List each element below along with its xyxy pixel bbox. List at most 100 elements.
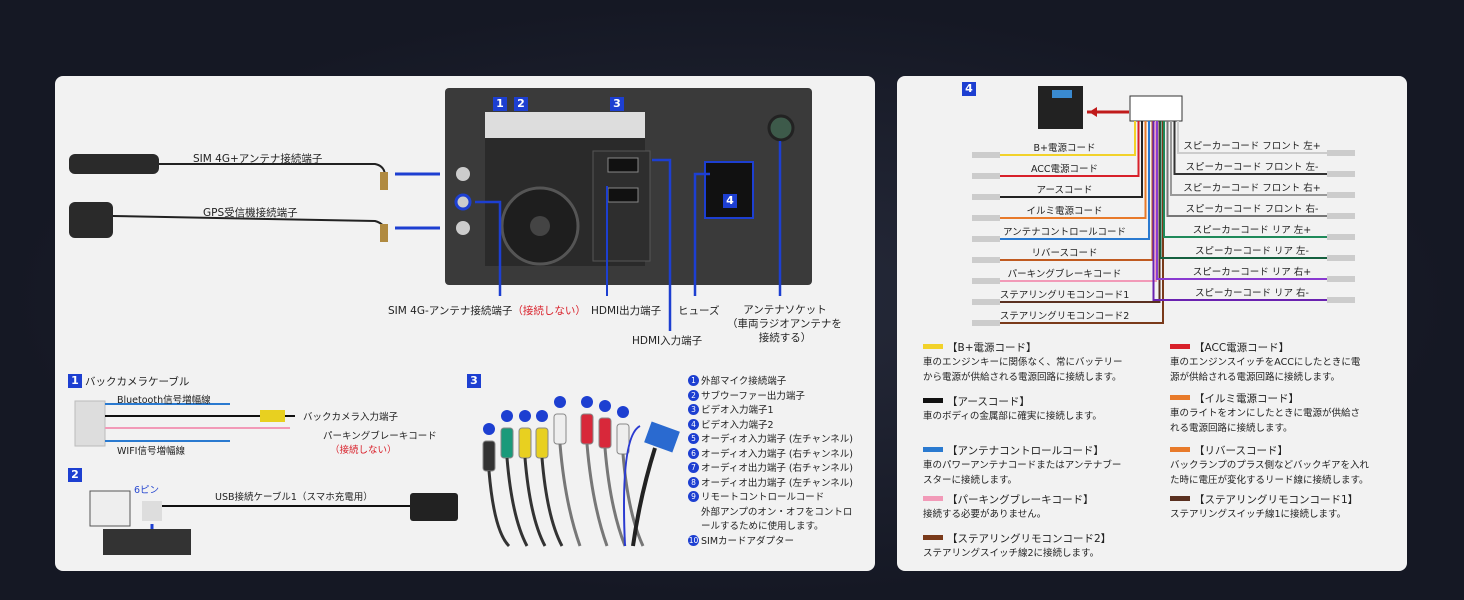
- wire-label: アンテナコントロールコード: [1003, 227, 1126, 238]
- badge-section-1: 1: [68, 374, 82, 388]
- color-swatch: [1170, 496, 1190, 501]
- color-swatch: [1170, 447, 1190, 452]
- label-hdmi-in: HDMI入力端子: [632, 335, 703, 347]
- badge-4: 4: [723, 194, 737, 208]
- sim-minus-text: SIM 4G-アンテナ接続端子: [388, 305, 513, 317]
- label-six-pin: 6ピン: [134, 485, 160, 496]
- number-badge: 2: [688, 389, 699, 401]
- wire-label: スピーカーコード フロント 左+: [1183, 141, 1321, 152]
- sim-minus-port: [454, 193, 472, 211]
- connection-panel: 1 2 3 4 SIM 4G+アンテナ接続端子 GPS受信機接続端子 SIM 4…: [55, 76, 875, 571]
- wire-terminal: [1327, 192, 1355, 198]
- legend-description: 接続する必要がありません。: [923, 509, 1047, 520]
- wire-label: ACC電源コード: [1030, 164, 1099, 175]
- wire-terminal: [972, 299, 1000, 305]
- legend-description: 車のエンジンスイッチをACCにしたときに電: [1170, 357, 1361, 368]
- wire-label: イルミ電源コード: [1026, 206, 1103, 217]
- label-gps: GPS受信機接続端子: [203, 207, 298, 219]
- section1-title: バックカメラケーブル: [85, 376, 190, 388]
- legend-description: 源が供給される電源回路に接続します。: [1170, 372, 1341, 383]
- usb-connector: [410, 493, 458, 521]
- wire: [1152, 121, 1337, 301]
- wire-terminal: [1327, 297, 1355, 303]
- color-swatch: [923, 496, 943, 501]
- number-badge: 4: [688, 418, 699, 430]
- rca-yellow-plug: [260, 410, 285, 422]
- av-port-label: オーディオ出力端子 (左チャンネル): [701, 477, 853, 489]
- legend-item: 【ステアリングリモコンコード2】ステアリングスイッチ線2に接続します。: [923, 531, 1111, 561]
- wire: [1159, 121, 1337, 259]
- legend-title-row: 【パーキングブレーキコード】: [923, 492, 1094, 507]
- wire-terminal: [972, 194, 1000, 200]
- hdmi-out-port: [607, 157, 639, 173]
- cable: [487, 470, 511, 548]
- number-badge: 1: [688, 375, 699, 386]
- wire-terminal: [1327, 171, 1355, 177]
- wire-terminal: [972, 152, 1000, 158]
- legend-title-row: 【アンテナコントロールコード】: [923, 443, 1121, 458]
- number-marker: [536, 410, 548, 422]
- legend-description: 車のエンジンキーに関係なく、常にバッテリー: [923, 357, 1123, 368]
- legend-item: 【ステアリングリモコンコード1】ステアリングスイッチ線1に接続します。: [1170, 492, 1358, 522]
- cable: [621, 453, 645, 547]
- label-usb: USB接続ケーブル1（スマホ充電用）: [215, 492, 373, 503]
- remote-description: ールするために使用します。: [701, 521, 824, 532]
- label-bluetooth: Bluetooth信号増幅線: [117, 395, 211, 406]
- cable: [540, 457, 564, 547]
- cable: [558, 443, 582, 547]
- badge-section-4: 4: [962, 82, 976, 96]
- av-port-label: オーディオ入力端子 (左チャンネル): [701, 434, 853, 445]
- av-port-label: オーディオ入力端子 (右チャンネル): [701, 448, 853, 460]
- legend-item: 【アンテナコントロールコード】車のパワーアンテナコードまたはアンテナブースターに…: [923, 443, 1121, 488]
- legend-description: スターに接続します。: [923, 475, 1018, 486]
- antenna-note-1: （車両ラジオアンテナを: [727, 318, 842, 330]
- color-swatch: [923, 398, 943, 403]
- legend-description: 車のパワーアンテナコードまたはアンテナブー: [923, 460, 1122, 471]
- label-wifi: WIFI信号増幅線: [117, 446, 185, 457]
- number-marker: [501, 410, 513, 422]
- av-port-label: 外部マイク接続端子: [701, 376, 787, 387]
- wire: [987, 121, 1147, 219]
- wire-label: スピーカーコード リア 右-: [1195, 288, 1309, 299]
- badge-1: 1: [493, 97, 507, 111]
- legend-title: 【パーキングブレーキコード】: [947, 494, 1094, 506]
- legend-title: 【イルミ電源コード】: [1194, 393, 1299, 405]
- sim-plus-port: [456, 167, 470, 181]
- color-swatch: [923, 447, 943, 452]
- gps-receiver: [69, 202, 113, 238]
- wire-label: ステアリングリモコンコード1: [999, 290, 1130, 301]
- wire: [1177, 121, 1337, 154]
- wire-label: スピーカーコード フロント 左-: [1185, 162, 1319, 173]
- legend-description: 車のライトをオンにしたときに電源が供給さ: [1170, 408, 1361, 419]
- wire: [1163, 121, 1337, 238]
- color-swatch: [1170, 344, 1190, 349]
- antenna-socket-text: アンテナソケット: [743, 304, 827, 316]
- legend-item: 【イルミ電源コード】車のライトをオンにしたときに電源が供給される電源回路に接続し…: [1170, 391, 1360, 436]
- number-marker: [519, 410, 531, 422]
- av-port-label: ビデオ入力端子2: [701, 419, 774, 431]
- number-badge: 5: [688, 433, 699, 444]
- legend-item: 【リバースコード】バックランプのプラス側などバックギアを入れた時に電圧が変化する…: [1170, 443, 1369, 488]
- antenna-socket: [767, 114, 795, 142]
- legend-title-row: 【ステアリングリモコンコード2】: [923, 531, 1111, 546]
- label-antenna-socket: アンテナソケット （車両ラジオアンテナを 接続する）: [727, 303, 842, 345]
- legend-title: 【ステアリングリモコンコード1】: [1194, 494, 1359, 506]
- number-marker: [617, 406, 629, 418]
- legend-item: 【パーキングブレーキコード】接続する必要がありません。: [923, 492, 1094, 522]
- legend-item: 【B+電源コード】車のエンジンキーに関係なく、常にバッテリーから電源が供給される…: [923, 340, 1123, 385]
- wire-label: リバースコード: [1031, 248, 1098, 259]
- wire-label: B+電源コード: [1033, 143, 1096, 154]
- rca-plug: [535, 427, 549, 459]
- wire-label: スピーカーコード リア 右+: [1192, 267, 1312, 278]
- cable: [505, 457, 529, 547]
- six-pin-connector: [89, 490, 131, 527]
- wire-terminal: [1327, 255, 1355, 261]
